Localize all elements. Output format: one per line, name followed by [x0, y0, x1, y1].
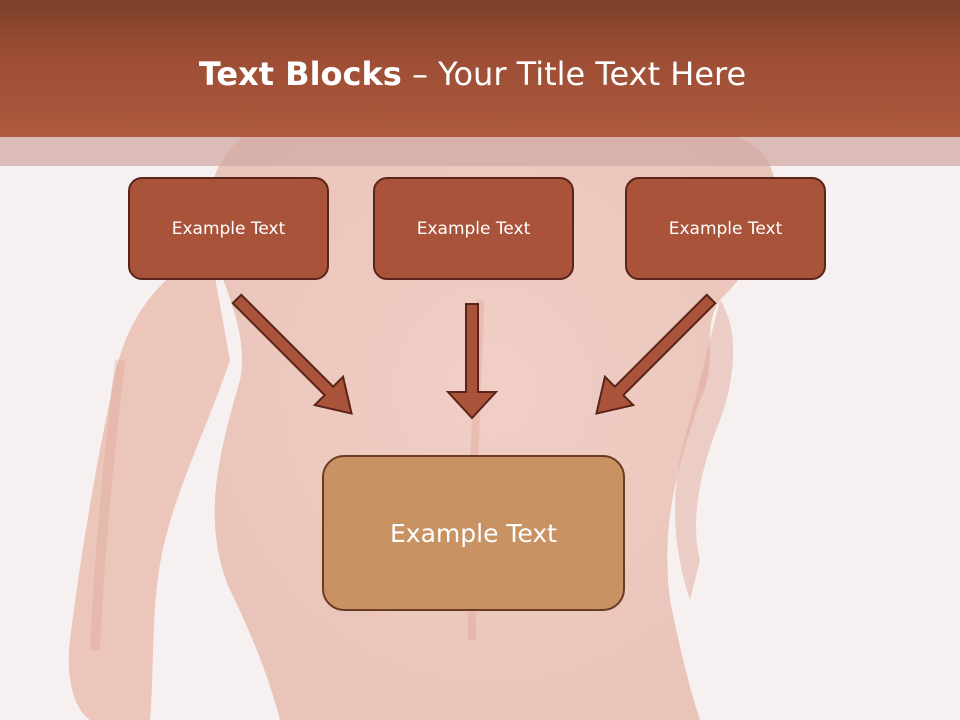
header-bar	[0, 0, 960, 137]
target-text-block[interactable]: Example Text	[322, 455, 625, 611]
arrow-down-left-icon	[595, 293, 717, 415]
text-block-2-label: Example Text	[416, 218, 531, 239]
header-band	[0, 137, 960, 166]
text-block-3[interactable]: Example Text	[625, 177, 826, 280]
text-block-1[interactable]: Example Text	[128, 177, 329, 280]
arrow-down-right-icon	[231, 293, 353, 415]
title-bold-text: Text Blocks	[198, 55, 402, 93]
arrow-down-icon	[445, 303, 499, 420]
target-text-block-label: Example Text	[390, 518, 557, 548]
title-dash: –	[411, 55, 428, 93]
title-rest-text: Your Title Text Here	[438, 55, 747, 93]
text-block-2[interactable]: Example Text	[373, 177, 574, 280]
text-block-3-label: Example Text	[668, 218, 783, 239]
slide-title: Text Blocks – Your Title Text Here	[0, 52, 945, 96]
text-block-1-label: Example Text	[171, 218, 286, 239]
